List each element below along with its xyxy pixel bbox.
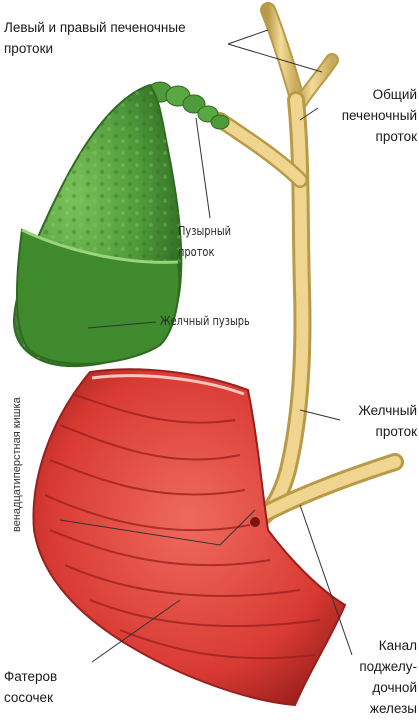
pancreatic-label-line4: железы: [370, 700, 417, 717]
cystic-duct-label-line2: проток: [178, 245, 214, 259]
bile-duct-label-line1: Желчный: [358, 402, 417, 419]
vater-label-line2: сосочек: [4, 689, 53, 706]
common-hepatic-label-line1: Общий: [373, 86, 417, 103]
common-hepatic-label-line3: проток: [376, 128, 417, 145]
bile-duct-label-line2: проток: [376, 423, 417, 440]
vater-papilla: [250, 517, 260, 527]
pancreatic-label-line2: поджелу-: [359, 658, 417, 675]
pancreatic-label-line3: дочной: [372, 679, 417, 696]
vater-label-line1: Фатеров: [4, 668, 57, 685]
gallbladder-label: Желчный пузырь: [160, 314, 250, 328]
hepatic-ducts-label-line2: протоки: [4, 40, 53, 57]
pancreatic-label-line1: Канал: [379, 637, 417, 654]
duodenum-label: венадцатиперстная кишка: [11, 372, 23, 532]
common-hepatic-label-line2: печеночный: [342, 107, 417, 124]
hepatic-ducts-label-line1: Левый и правый печеночные: [4, 19, 186, 36]
gallbladder: [14, 85, 181, 366]
cystic-duct-label-line1: Пузырный: [178, 224, 231, 238]
